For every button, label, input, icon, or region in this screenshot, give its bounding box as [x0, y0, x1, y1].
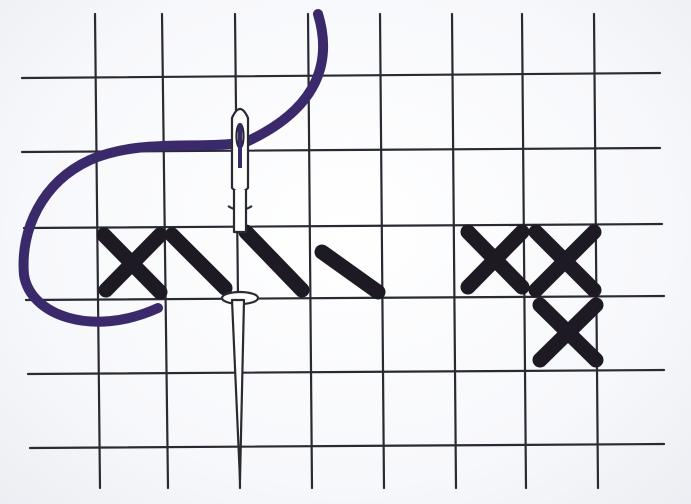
- grid-line-h: [26, 296, 664, 300]
- needle: [222, 109, 258, 480]
- stitch-diagonal: [246, 232, 302, 290]
- grid-line-v: [380, 14, 384, 488]
- half-stitch-row: [104, 232, 378, 292]
- grid-line-v: [594, 14, 598, 488]
- needle-neck: [234, 190, 246, 232]
- needle-lower-shaft: [232, 300, 244, 480]
- grid-line-h: [30, 444, 664, 448]
- grid-line-h: [24, 224, 662, 228]
- grid-line-v: [162, 14, 168, 488]
- grid-line-h: [22, 73, 660, 78]
- grid-line-v: [452, 14, 456, 488]
- grid-line-h: [28, 370, 664, 374]
- grid-line-v: [95, 14, 100, 488]
- stitch-diagonal: [322, 252, 378, 292]
- grid-line-v: [522, 14, 526, 488]
- cross-stitch: [536, 232, 594, 290]
- cross-stitch: [540, 305, 596, 360]
- cross-stitch: [468, 232, 522, 287]
- stitch-diagonal: [172, 235, 225, 288]
